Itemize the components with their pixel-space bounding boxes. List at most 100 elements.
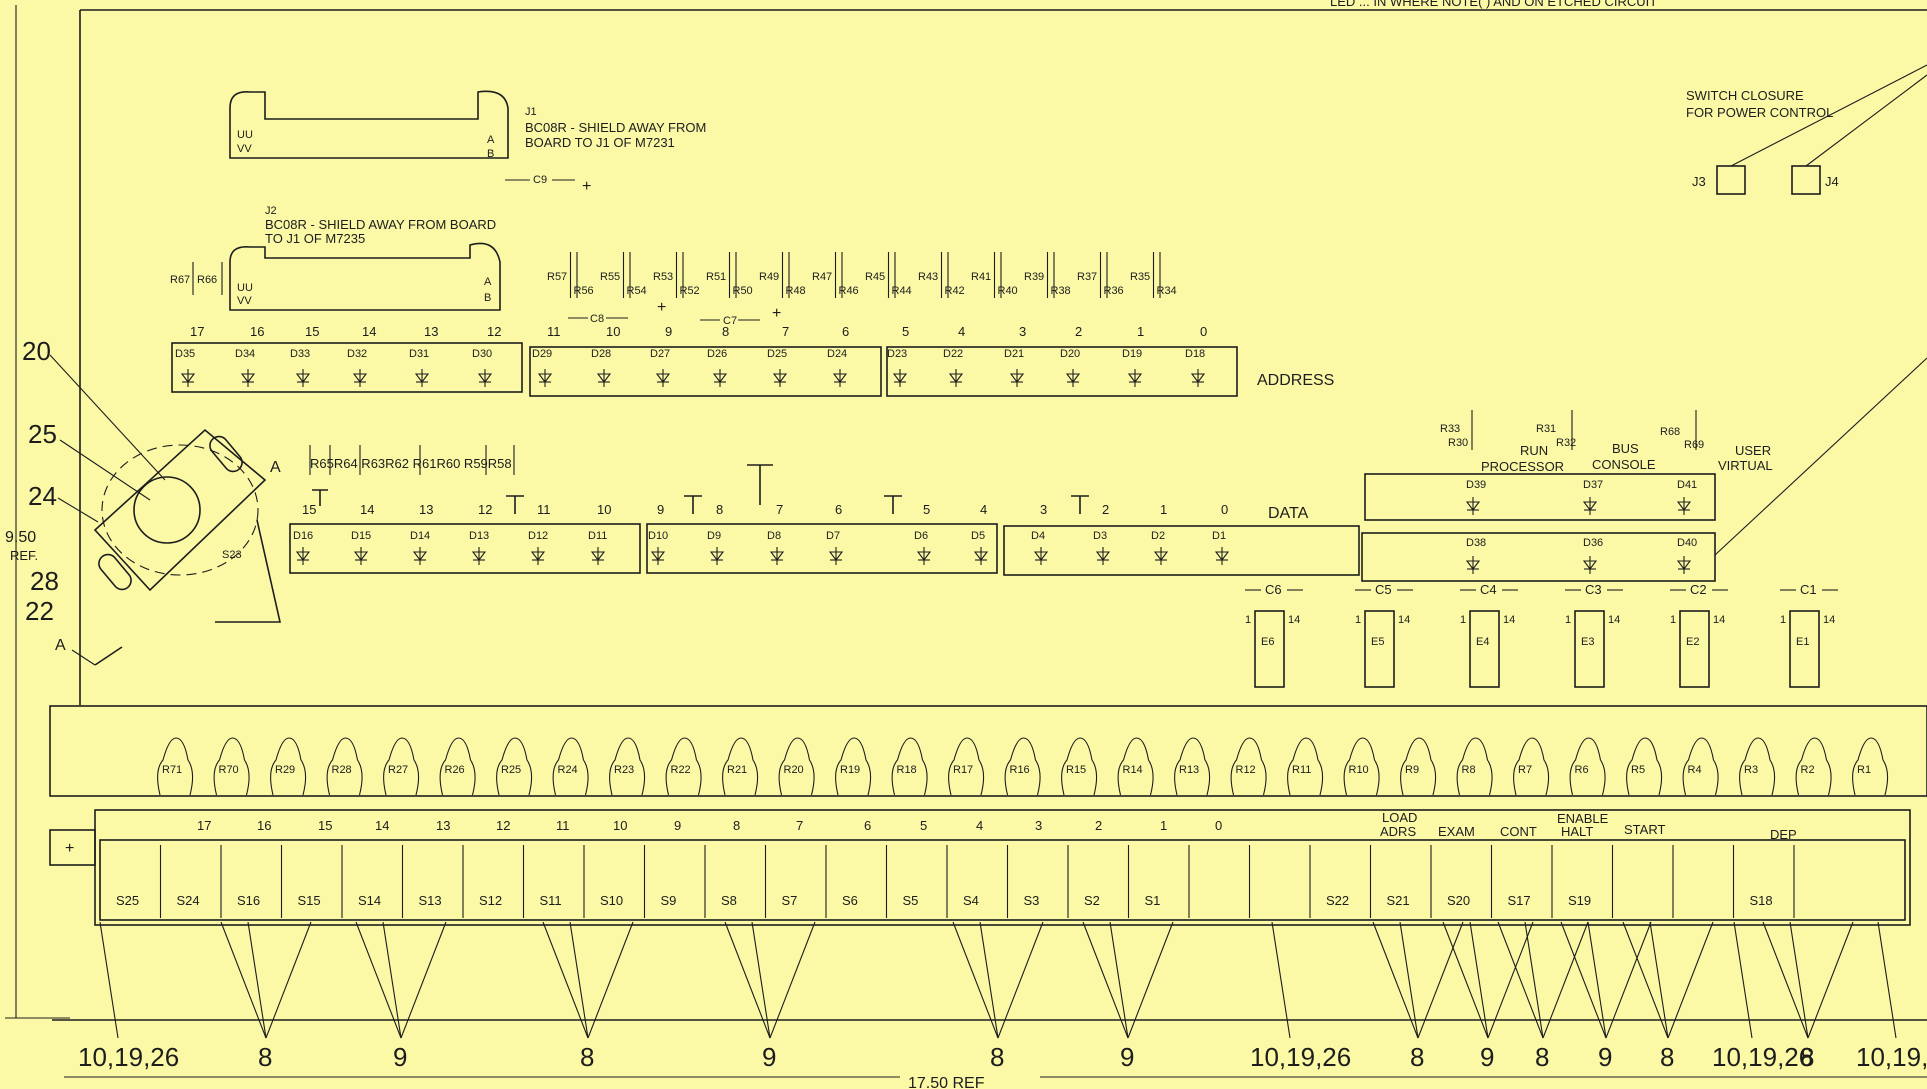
resistor-r32: R32 xyxy=(1556,437,1576,449)
resistor-r40: R40 xyxy=(998,285,1018,297)
diode-d39 xyxy=(1465,497,1481,515)
connector-j1: UU VV A B J1 BC08R - SHIELD AWAY FROM BO… xyxy=(229,90,706,195)
data-bit-15: 15 xyxy=(302,502,316,517)
top-note: LED ... IN WHERE NOTE( ) AND ON ETCHED C… xyxy=(1330,0,1657,9)
j1-pin-uu: UU xyxy=(237,129,253,141)
diode-label-d31: D31 xyxy=(409,348,429,360)
callout-20: 20 xyxy=(22,336,51,366)
j1-pin-b: B xyxy=(487,148,494,160)
key-label-r25: R25 xyxy=(501,764,521,776)
diode-d36 xyxy=(1582,556,1598,574)
resistor-r35: R35 xyxy=(1130,271,1150,283)
label-user: USER xyxy=(1735,443,1771,458)
panel-bit-8: 8 xyxy=(733,818,740,833)
status-block: R33 R30 R31 R32 R68 R69 PROCESSOR RUN BU… xyxy=(1361,357,1927,582)
diode-d16 xyxy=(295,547,311,565)
diode-d20 xyxy=(1065,369,1081,387)
address-bit-3: 3 xyxy=(1019,324,1026,339)
diode-d25 xyxy=(772,369,788,387)
ic-pin1-e6: 1 xyxy=(1245,614,1251,626)
callout-24: 24 xyxy=(28,481,57,511)
resistor-r49: R49 xyxy=(759,271,779,283)
connector-j2: J2 BC08R - SHIELD AWAY FROM BOARD TO J1 … xyxy=(229,205,501,311)
panel-bit-10: 10 xyxy=(613,818,627,833)
key-r19: R19 xyxy=(835,737,872,796)
key-r3: R3 xyxy=(1739,737,1776,796)
diode-d1 xyxy=(1214,547,1230,565)
key-r24: R24 xyxy=(552,737,589,796)
callout-1: 8 xyxy=(258,1042,272,1072)
diode-d4 xyxy=(1033,547,1049,565)
power-switch-label-2: FOR POWER CONTROL xyxy=(1686,105,1833,120)
address-bit-5: 5 xyxy=(902,324,909,339)
key-r22: R22 xyxy=(665,737,702,796)
label-virtual: VIRTUAL xyxy=(1718,458,1773,473)
ic-pin14-e4: 14 xyxy=(1503,614,1515,626)
resistor-r52: R52 xyxy=(680,285,700,297)
address-bit-12: 12 xyxy=(487,324,501,339)
key-r1: R1 xyxy=(1852,737,1889,796)
resistor-r53: R53 xyxy=(653,271,673,283)
resistor-r45: R45 xyxy=(865,271,885,283)
label-halt: HALT xyxy=(1561,824,1593,839)
j2-note-2: TO J1 OF M7235 xyxy=(265,231,365,246)
resistor-r50: R50 xyxy=(733,285,753,297)
switch-s14: S14 xyxy=(358,893,381,908)
panel-bit-6: 6 xyxy=(864,818,871,833)
diode-label-d16: D16 xyxy=(293,530,313,542)
cap-c4: C4 xyxy=(1480,582,1497,597)
label-load: LOAD xyxy=(1382,810,1417,825)
key-r20: R20 xyxy=(778,737,815,796)
callout-10: 8 xyxy=(1535,1042,1549,1072)
key-r27: R27 xyxy=(383,737,420,796)
label-bus: BUS xyxy=(1612,441,1639,456)
key-label-r13: R13 xyxy=(1179,764,1199,776)
diode-d15 xyxy=(353,547,369,565)
key-r10: R10 xyxy=(1343,737,1380,796)
resistor-r33: R33 xyxy=(1440,423,1460,435)
switch-s24: S24 xyxy=(177,893,200,908)
diode-d18 xyxy=(1190,369,1206,387)
switch-s3: S3 xyxy=(1024,893,1040,908)
resistor-r34: R34 xyxy=(1157,285,1177,297)
key-label-r27: R27 xyxy=(388,764,408,776)
diode-d30 xyxy=(477,369,493,387)
cap-c5: C5 xyxy=(1375,582,1392,597)
key-label-r23: R23 xyxy=(614,764,634,776)
key-label-r11: R11 xyxy=(1292,764,1311,776)
diode-label-d12: D12 xyxy=(528,530,548,542)
ic-pin1-e4: 1 xyxy=(1460,614,1466,626)
callout-0: 10,19,26 xyxy=(78,1042,179,1072)
panel-bit-7: 7 xyxy=(796,818,803,833)
panel-bit-13: 13 xyxy=(436,818,450,833)
ic-e5 xyxy=(1364,610,1395,688)
callout-5: 8 xyxy=(990,1042,1004,1072)
panel-bit-12: 12 xyxy=(496,818,510,833)
key-label-r19: R19 xyxy=(840,764,860,776)
diode-label-d25: D25 xyxy=(767,348,787,360)
switch-s19: S19 xyxy=(1568,893,1591,908)
diode-label-d38: D38 xyxy=(1466,537,1486,549)
data-bit-6: 6 xyxy=(835,502,842,517)
diode-d26 xyxy=(712,369,728,387)
switch-s7: S7 xyxy=(782,893,798,908)
diode-d23 xyxy=(892,369,908,387)
diode-d41 xyxy=(1676,497,1692,515)
diode-label-d15: D15 xyxy=(351,530,371,542)
diode-d11 xyxy=(590,547,606,565)
key-label-r3: R3 xyxy=(1744,764,1758,776)
address-bit-0: 0 xyxy=(1200,324,1207,339)
address-bit-13: 13 xyxy=(424,324,438,339)
label-enable: ENABLE xyxy=(1557,811,1609,826)
resistor-r68: R68 xyxy=(1660,426,1680,438)
key-r2: R2 xyxy=(1795,737,1832,796)
key-r18: R18 xyxy=(891,737,928,796)
switch-s20: S20 xyxy=(1447,893,1470,908)
diode-label-d36: D36 xyxy=(1583,537,1603,549)
resistor-r44: R44 xyxy=(892,285,912,297)
diode-label-d41: D41 xyxy=(1677,479,1697,491)
